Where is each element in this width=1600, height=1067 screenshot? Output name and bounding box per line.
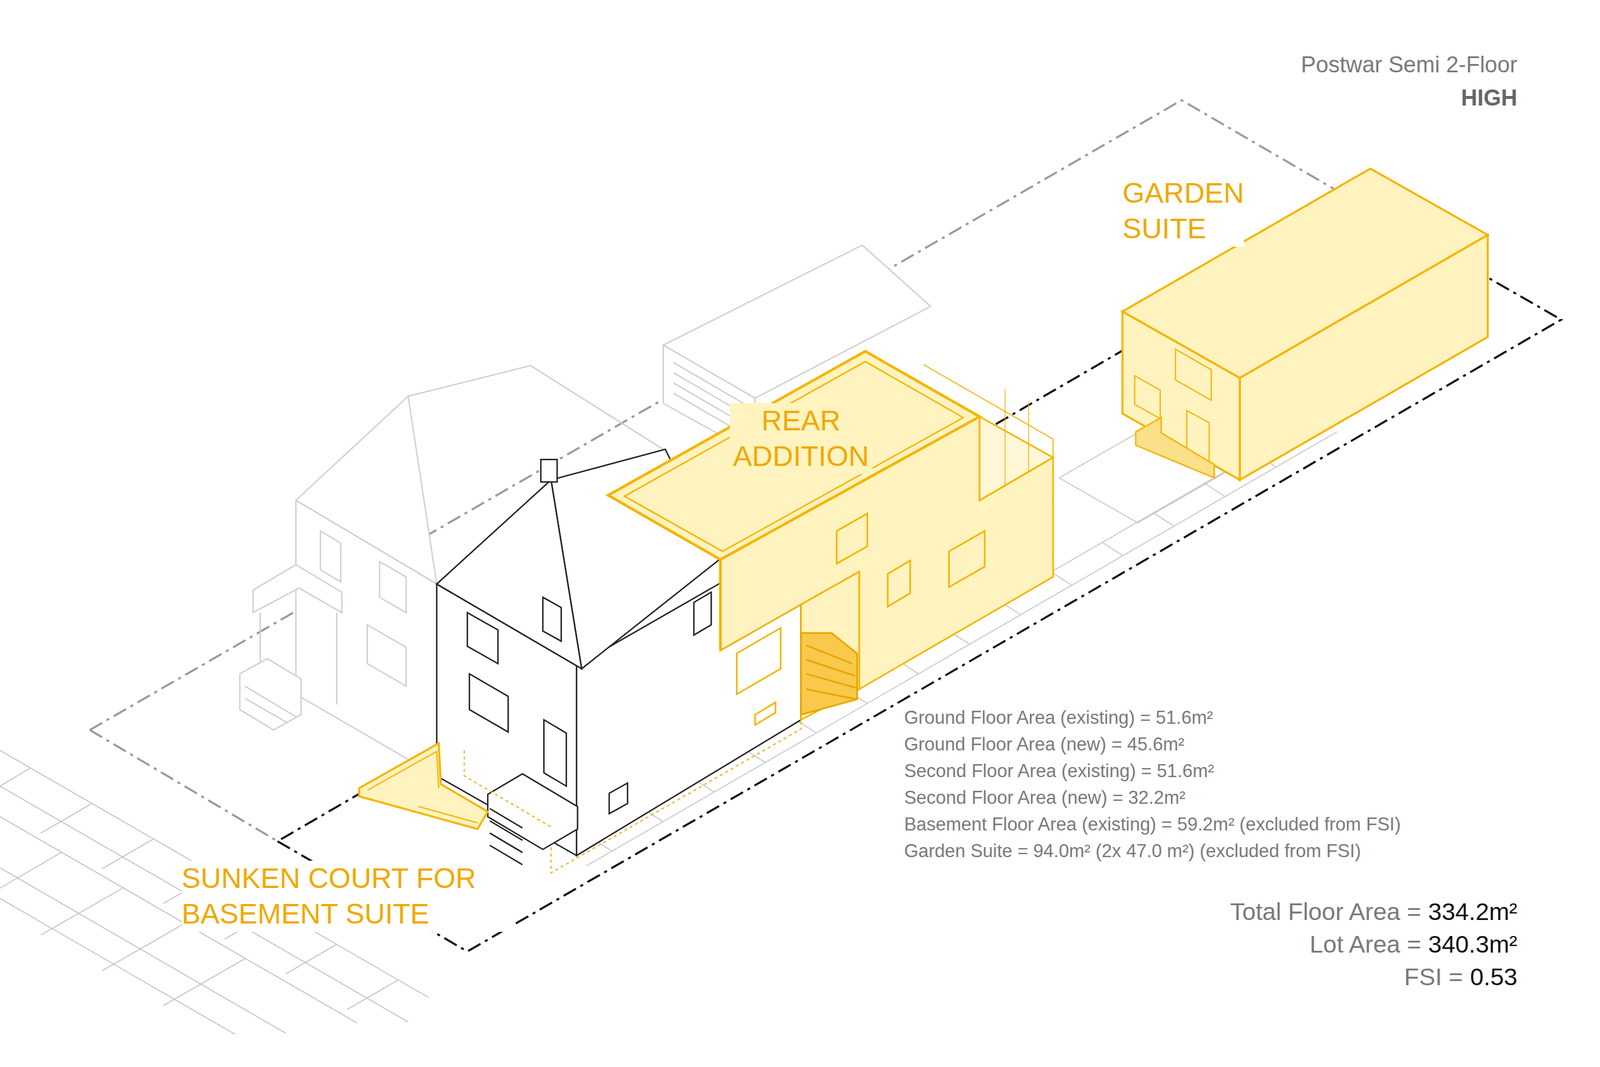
diagram-title: Postwar Semi 2-Floor [1300, 50, 1518, 80]
area-note: Garden Suite = 94.0m² (2x 47.0 m²) (excl… [904, 839, 1362, 863]
part-label: GARDEN SUITE [1122, 175, 1244, 247]
part-label: SUNKEN COURT FOR BASEMENT SUITE [181, 860, 514, 932]
total-label: FSI = [1404, 961, 1464, 992]
rating-label: HIGH [1461, 84, 1518, 113]
area-note: Ground Floor Area (new) = 45.6m² [904, 733, 1185, 756]
area-note: Ground Floor Area (existing) = 51.6m² [904, 706, 1214, 729]
area-note: Basement Floor Area (existing) = 59.2m² … [904, 813, 1401, 836]
sunken-court [359, 743, 488, 830]
total-value: 340.3m² [1428, 929, 1518, 960]
rear-addition [608, 351, 1054, 725]
area-note: Second Floor Area (new) = 32.2m² [904, 786, 1186, 809]
basement-outline [464, 704, 801, 873]
total-value: 0.53 [1470, 961, 1518, 992]
part-label: REAR ADDITION [729, 402, 873, 475]
total-label: Total Floor Area = [1230, 896, 1422, 927]
lot-line [90, 100, 1562, 952]
area-note: Second Floor Area (existing) = 51.6m² [904, 759, 1215, 783]
garden-suite [1122, 168, 1488, 480]
total-value: 334.2m² [1428, 896, 1518, 927]
total-label: Lot Area = [1309, 929, 1422, 960]
